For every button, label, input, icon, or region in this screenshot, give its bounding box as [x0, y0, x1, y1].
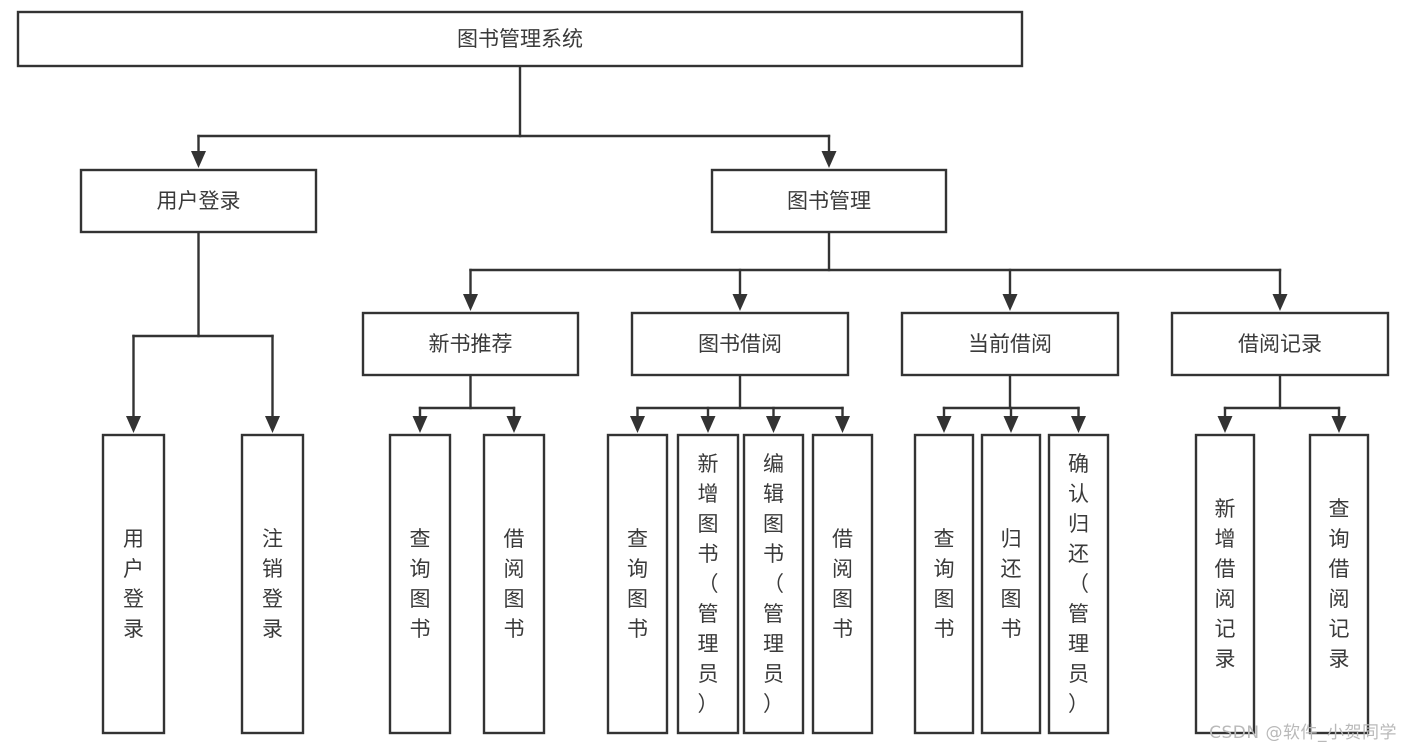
arrow-head-leaf-add-borrow-record — [1217, 416, 1233, 433]
node-leaf-confirm-return-admin[interactable]: 确认归还（管理员） — [1047, 433, 1110, 735]
node-leaf-return-book[interactable]: 归还图书 — [980, 433, 1042, 735]
arrow-head-new-book-recommend — [463, 294, 478, 311]
node-root[interactable]: 图书管理系统 — [16, 10, 1024, 68]
node-leaf-query-book-borrow[interactable]: 查询图书 — [606, 433, 669, 735]
node-label-leaf-user-login: 用户登录 — [123, 527, 144, 641]
arrow-head-current-borrow — [1002, 294, 1018, 311]
node-label-leaf-query-borrow-record: 查询借阅记录 — [1329, 497, 1350, 671]
node-leaf-add-borrow-record[interactable]: 新增借阅记录 — [1194, 433, 1256, 735]
node-label-leaf-borrow-book-recommend: 借阅图书 — [504, 527, 525, 641]
arrow-head-book-borrow — [732, 294, 748, 311]
node-box-book-borrow[interactable] — [630, 311, 850, 377]
node-box-book-management[interactable] — [710, 168, 948, 234]
arrow-head-leaf-borrow-book — [835, 416, 850, 433]
node-label-leaf-edit-book-admin: 编辑图书（管理员） — [763, 452, 784, 716]
node-label-leaf-confirm-return-admin: 确认归还（管理员） — [1068, 452, 1089, 716]
node-current-borrow[interactable]: 当前借阅 — [900, 311, 1120, 377]
arrow-head-book-management — [821, 151, 837, 168]
node-new-book-recommend[interactable]: 新书推荐 — [361, 311, 580, 377]
node-leaf-add-book-admin[interactable]: 新增图书（管理员） — [676, 433, 740, 735]
node-label-user-login: 用户登录 — [157, 189, 241, 213]
node-box-leaf-logout[interactable] — [240, 433, 305, 735]
node-box-leaf-borrow-book[interactable] — [811, 433, 874, 735]
node-box-leaf-confirm-return-admin[interactable] — [1047, 433, 1110, 735]
node-label-leaf-borrow-book: 借阅图书 — [832, 527, 853, 641]
node-box-new-book-recommend[interactable] — [361, 311, 580, 377]
node-box-borrow-record[interactable] — [1170, 311, 1390, 377]
node-label-leaf-add-borrow-record: 新增借阅记录 — [1215, 497, 1236, 671]
node-box-root[interactable] — [16, 10, 1024, 68]
node-label-current-borrow: 当前借阅 — [968, 332, 1052, 356]
node-box-leaf-query-book-current[interactable] — [913, 433, 975, 735]
node-leaf-query-book-recommend[interactable]: 查询图书 — [388, 433, 452, 735]
arrow-head-borrow-record — [1272, 294, 1288, 311]
node-label-book-management: 图书管理 — [787, 189, 871, 213]
node-leaf-logout[interactable]: 注销登录 — [240, 433, 305, 735]
node-label-leaf-query-book-borrow: 查询图书 — [627, 527, 648, 641]
arrow-head-user-login — [191, 151, 206, 168]
arrow-head-leaf-query-borrow-record — [1331, 416, 1347, 433]
arrow-head-leaf-edit-book-admin — [766, 416, 781, 433]
node-leaf-user-login[interactable]: 用户登录 — [101, 433, 166, 735]
node-label-leaf-query-book-recommend: 查询图书 — [410, 527, 431, 641]
node-label-leaf-return-book: 归还图书 — [1001, 527, 1022, 641]
node-box-leaf-add-borrow-record[interactable] — [1194, 433, 1256, 735]
node-box-user-login[interactable] — [79, 168, 318, 234]
node-book-management[interactable]: 图书管理 — [710, 168, 948, 234]
node-book-borrow[interactable]: 图书借阅 — [630, 311, 850, 377]
arrow-head-leaf-borrow-book-recommend — [506, 416, 522, 433]
arrow-head-leaf-confirm-return-admin — [1071, 416, 1086, 433]
node-box-leaf-add-book-admin[interactable] — [676, 433, 740, 735]
node-leaf-edit-book-admin[interactable]: 编辑图书（管理员） — [742, 433, 805, 735]
node-box-leaf-edit-book-admin[interactable] — [742, 433, 805, 735]
node-label-new-book-recommend: 新书推荐 — [429, 332, 513, 356]
node-box-leaf-borrow-book-recommend[interactable] — [482, 433, 546, 735]
arrow-head-leaf-logout — [265, 416, 280, 433]
node-box-leaf-query-borrow-record[interactable] — [1308, 433, 1370, 735]
node-box-leaf-query-book-recommend[interactable] — [388, 433, 452, 735]
node-label-root: 图书管理系统 — [457, 27, 583, 51]
node-label-leaf-query-book-current: 查询图书 — [934, 527, 955, 641]
node-user-login[interactable]: 用户登录 — [79, 168, 318, 234]
node-leaf-borrow-book-recommend[interactable]: 借阅图书 — [482, 433, 546, 735]
nodes-layer: 图书管理系统用户登录图书管理新书推荐图书借阅当前借阅借阅记录用户登录注销登录查询… — [16, 10, 1390, 735]
node-box-leaf-query-book-borrow[interactable] — [606, 433, 669, 735]
node-leaf-borrow-book[interactable]: 借阅图书 — [811, 433, 874, 735]
node-box-leaf-user-login[interactable] — [101, 433, 166, 735]
node-label-book-borrow: 图书借阅 — [698, 332, 782, 356]
node-borrow-record[interactable]: 借阅记录 — [1170, 311, 1390, 377]
node-label-leaf-logout: 注销登录 — [262, 527, 283, 641]
arrow-head-leaf-add-book-admin — [700, 416, 716, 433]
node-leaf-query-borrow-record[interactable]: 查询借阅记录 — [1308, 433, 1370, 735]
arrow-head-leaf-user-login — [126, 416, 141, 433]
arrow-head-leaf-return-book — [1003, 416, 1019, 433]
node-leaf-query-book-current[interactable]: 查询图书 — [913, 433, 975, 735]
arrow-head-leaf-query-book-borrow — [630, 416, 645, 433]
node-box-current-borrow[interactable] — [900, 311, 1120, 377]
arrow-head-leaf-query-book-recommend — [412, 416, 428, 433]
connectors-layer — [126, 64, 1347, 433]
node-label-borrow-record: 借阅记录 — [1238, 332, 1322, 356]
csdn-watermark: CSDN @软件_小贺同学 — [1209, 723, 1397, 743]
arrow-head-leaf-query-book-current — [936, 416, 952, 433]
node-box-leaf-return-book[interactable] — [980, 433, 1042, 735]
node-label-leaf-add-book-admin: 新增图书（管理员） — [698, 452, 719, 716]
